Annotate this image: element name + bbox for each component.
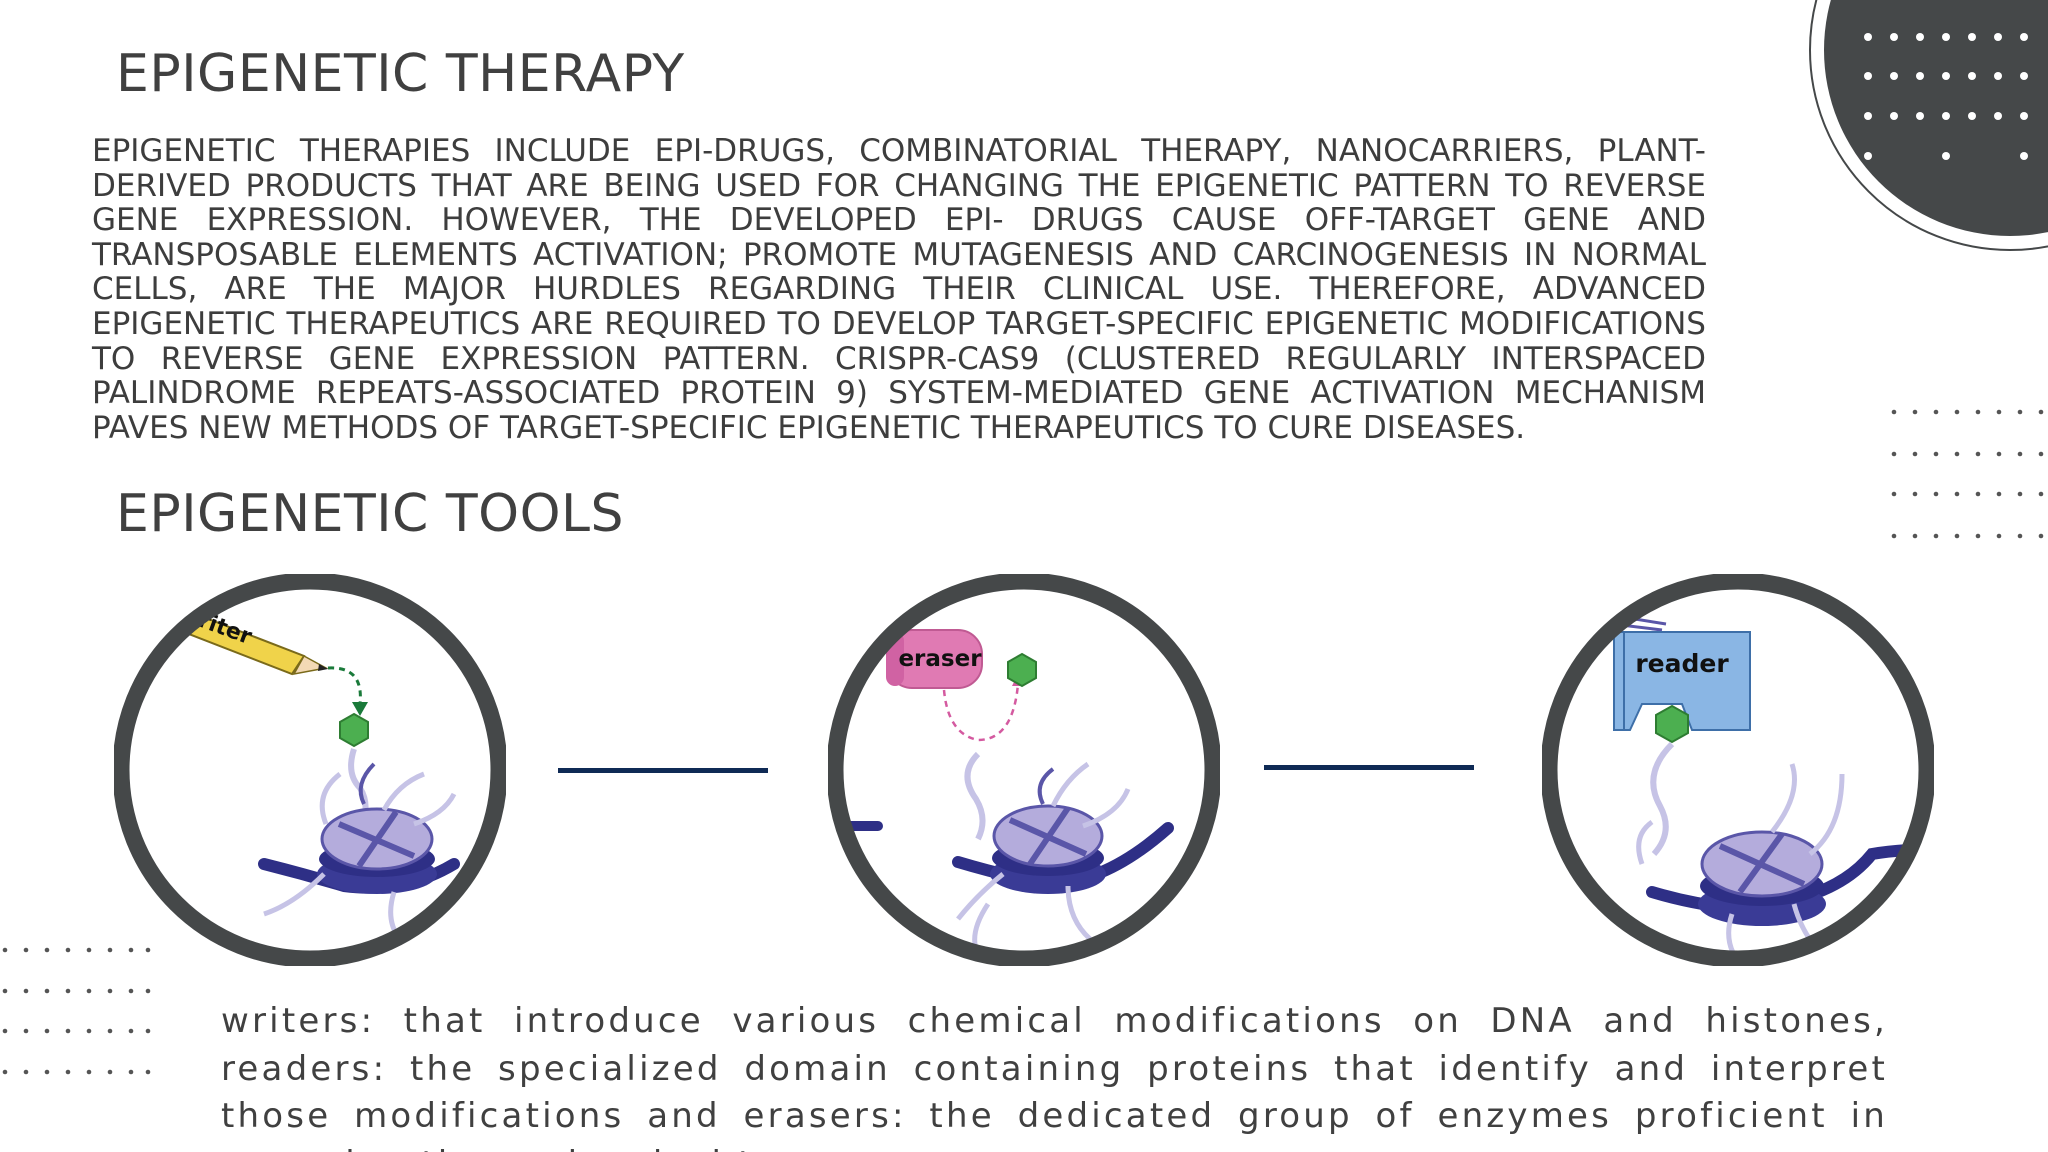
decorative-dot-grid-right — [1891, 409, 2044, 539]
eraser-enzyme-icon: eraser — [886, 629, 983, 689]
methyl-mark-icon — [1655, 704, 1689, 744]
therapy-paragraph: EPIGENETIC THERAPIES INCLUDE EPI-DRUGS, … — [92, 133, 1706, 446]
nucleosome-icon — [1636, 741, 1920, 952]
decorative-dot-grid-left — [2, 947, 151, 1075]
writer-diagram: writer — [114, 574, 506, 966]
nucleosome-icon — [842, 751, 1174, 952]
connector-line-1 — [558, 768, 768, 773]
reader-diagram: reader — [1542, 574, 1934, 966]
methyl-mark-icon — [339, 712, 369, 748]
title-epigenetic-tools: EPIGENETIC TOOLS — [116, 484, 624, 544]
tools-caption: writers: that introduce various chemical… — [221, 1001, 1888, 1152]
methyl-mark-icon — [1007, 652, 1037, 688]
eraser-diagram: eraser — [828, 574, 1220, 966]
decorative-circle — [1809, 0, 2048, 251]
title-epigenetic-therapy: EPIGENETIC THERAPY — [116, 44, 685, 104]
connector-line-2 — [1264, 765, 1474, 770]
reader-label: reader — [1635, 649, 1729, 678]
reader-protein-icon: reader — [1613, 631, 1751, 731]
eraser-label: eraser — [898, 646, 982, 672]
nucleosome-icon — [258, 748, 460, 946]
